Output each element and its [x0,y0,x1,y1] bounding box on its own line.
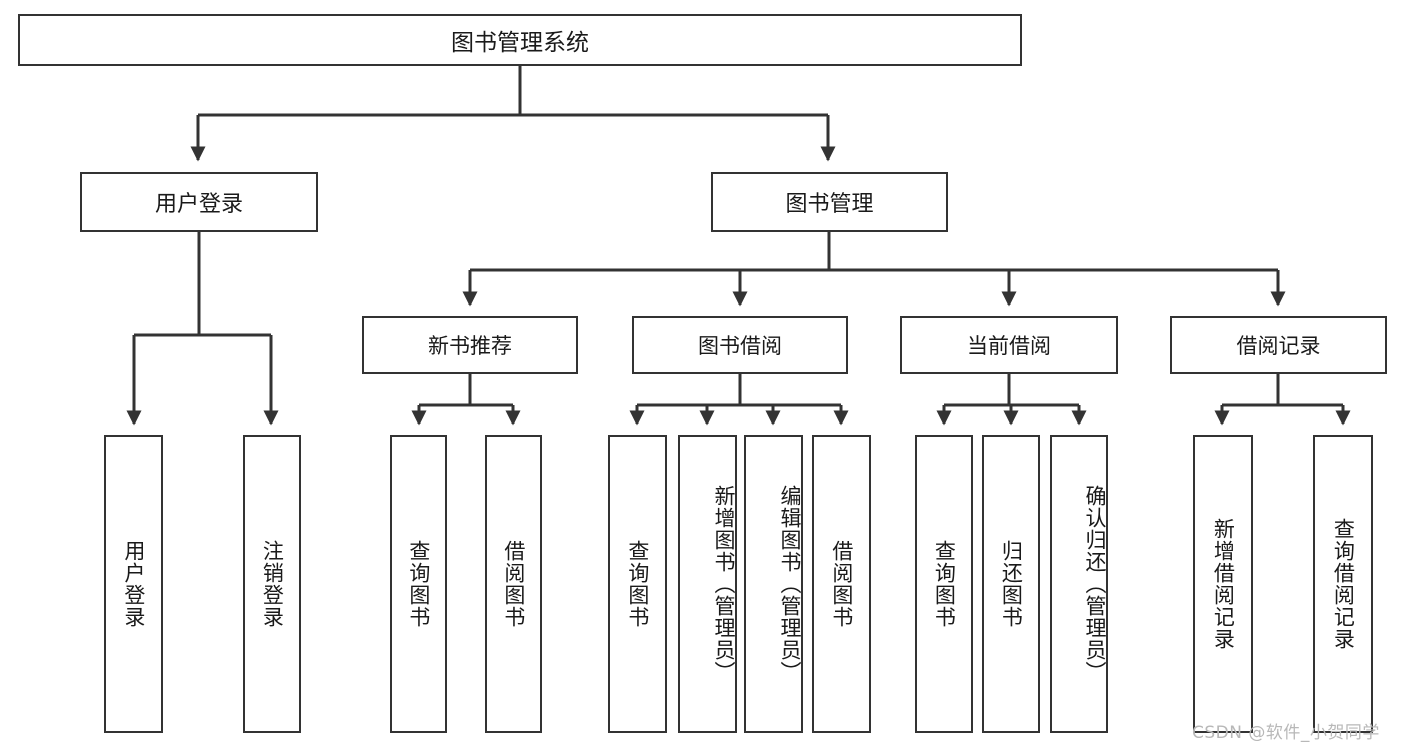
leaf-query-book-recommend[interactable]: 查询图书 [390,435,447,733]
leaf-borrow-book-recommend[interactable]: 借阅图书 [485,435,542,733]
node-root[interactable]: 图书管理系统 [18,14,1022,66]
leaf-logout[interactable]: 注销登录 [243,435,301,733]
leaf-query-borrow-record-label: 查询借阅记录 [1331,518,1356,650]
leaf-confirm-return-admin-label: 确认归还（管理员） [1083,485,1107,683]
node-borrow-record[interactable]: 借阅记录 [1170,316,1387,374]
leaf-user-login-label: 用户登录 [121,540,146,628]
node-book-borrow-label: 图书借阅 [698,334,782,358]
leaf-query-book-current-label: 查询图书 [932,540,957,628]
node-user-login-label: 用户登录 [154,192,243,217]
node-new-book-recommend-label: 新书推荐 [428,334,512,358]
leaf-edit-book-admin-label: 编辑图书（管理员） [778,485,802,683]
leaf-borrow-book-label: 借阅图书 [829,540,854,628]
node-user-login[interactable]: 用户登录 [80,172,318,232]
leaf-query-borrow-record[interactable]: 查询借阅记录 [1313,435,1373,733]
leaf-query-book-borrow[interactable]: 查询图书 [608,435,667,733]
node-current-borrow[interactable]: 当前借阅 [900,316,1118,374]
node-current-borrow-label: 当前借阅 [967,334,1051,358]
leaf-return-book[interactable]: 归还图书 [982,435,1040,733]
node-new-book-recommend[interactable]: 新书推荐 [362,316,578,374]
leaf-query-book-current[interactable]: 查询图书 [915,435,973,733]
node-book-management[interactable]: 图书管理 [711,172,948,232]
leaf-logout-label: 注销登录 [260,540,285,628]
node-book-borrow[interactable]: 图书借阅 [632,316,848,374]
leaf-edit-book-admin[interactable]: 编辑图书（管理员） [744,435,803,733]
leaf-add-borrow-record-label: 新增借阅记录 [1211,518,1236,650]
leaf-query-book-borrow-label: 查询图书 [625,540,650,628]
leaf-add-book-admin[interactable]: 新增图书（管理员） [678,435,737,733]
leaf-confirm-return-admin[interactable]: 确认归还（管理员） [1050,435,1108,733]
node-borrow-record-label: 借阅记录 [1236,334,1321,358]
csdn-watermark: CSDN @软件_小贺同学 [1192,723,1380,743]
leaf-add-borrow-record[interactable]: 新增借阅记录 [1193,435,1253,733]
leaf-query-book-recommend-label: 查询图书 [406,540,431,628]
leaf-borrow-book-recommend-label: 借阅图书 [501,540,526,628]
leaf-borrow-book[interactable]: 借阅图书 [812,435,871,733]
node-root-label: 图书管理系统 [451,30,589,56]
leaf-return-book-label: 归还图书 [999,540,1024,628]
leaf-user-login[interactable]: 用户登录 [104,435,163,733]
node-book-management-label: 图书管理 [785,192,874,217]
leaf-add-book-admin-label: 新增图书（管理员） [712,485,736,683]
